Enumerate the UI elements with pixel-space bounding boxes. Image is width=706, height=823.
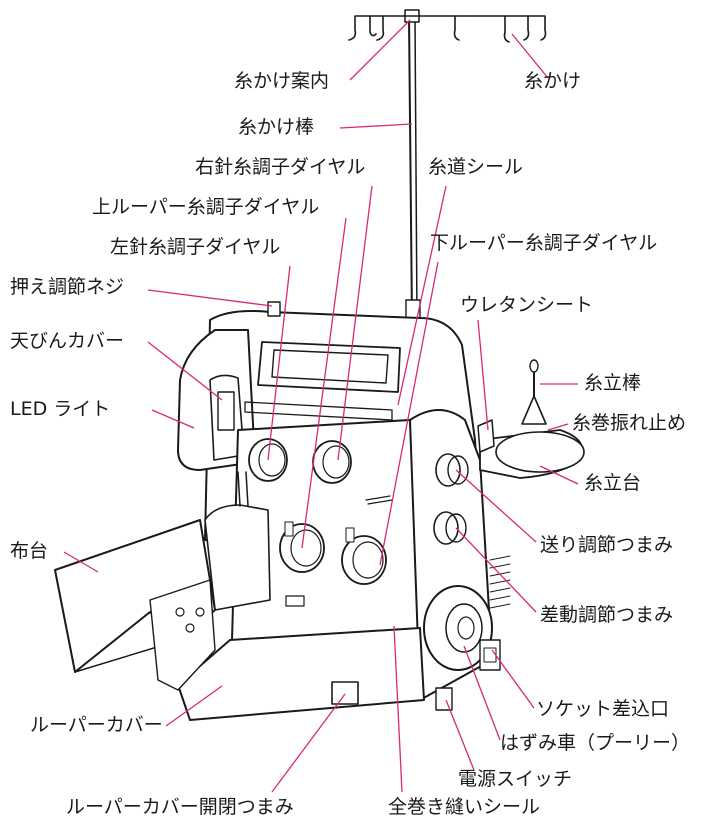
label-thread-path-seal: 糸道シール — [428, 156, 524, 178]
label-power-switch: 電源スイッチ — [458, 768, 573, 790]
label-full-thread-seal: 全巻き縫いシール — [388, 796, 541, 818]
label-presser-adjust-screw: 押え調節ネジ — [10, 276, 125, 298]
spool-stand-shape — [479, 359, 585, 479]
label-left-needle-dial: 左針糸調子ダイヤル — [110, 236, 281, 258]
leader-lines — [63, 19, 579, 793]
label-handwheel: はずみ車（プーリー） — [500, 732, 691, 754]
label-urethane-sheet: ウレタンシート — [460, 294, 594, 316]
label-upper-looper-dial: 上ルーパー糸調子ダイヤル — [92, 196, 320, 218]
machine-body — [177, 301, 585, 721]
label-socket: ソケット差込口 — [536, 698, 670, 720]
label-led-light: LED ライト — [10, 398, 111, 420]
side-knobs — [433, 453, 469, 545]
label-take-up-cover: 天びんカバー — [10, 330, 125, 352]
label-thread-guide: 糸かけ案内 — [234, 70, 330, 92]
label-right-needle-dial: 右針糸調子ダイヤル — [195, 156, 366, 178]
cloth-plate-shape — [54, 519, 216, 691]
handwheel-shape — [423, 585, 493, 671]
thread-guide-assembly — [348, 9, 547, 323]
label-feed-knob: 送り調節つまみ — [540, 534, 674, 556]
label-looper-cover: ルーパーカバー — [30, 714, 163, 736]
label-spool-holder: 糸巻振れ止め — [572, 412, 687, 434]
presser-screw-shape — [267, 301, 281, 317]
label-thread-guide-pole: 糸かけ棒 — [238, 116, 315, 138]
label-lower-looper-dial: 下ルーパー糸調子ダイヤル — [430, 232, 658, 254]
label-differential-knob: 差動調節つまみ — [540, 604, 674, 626]
label-spool-stand: 糸立台 — [584, 472, 642, 494]
label-looper-cover-knob: ルーパーカバー開閉つまみ — [66, 796, 294, 818]
label-spool-pin: 糸立棒 — [584, 372, 642, 394]
label-thread-hook: 糸かけ — [524, 70, 582, 92]
label-cloth-plate: 布台 — [10, 540, 49, 562]
